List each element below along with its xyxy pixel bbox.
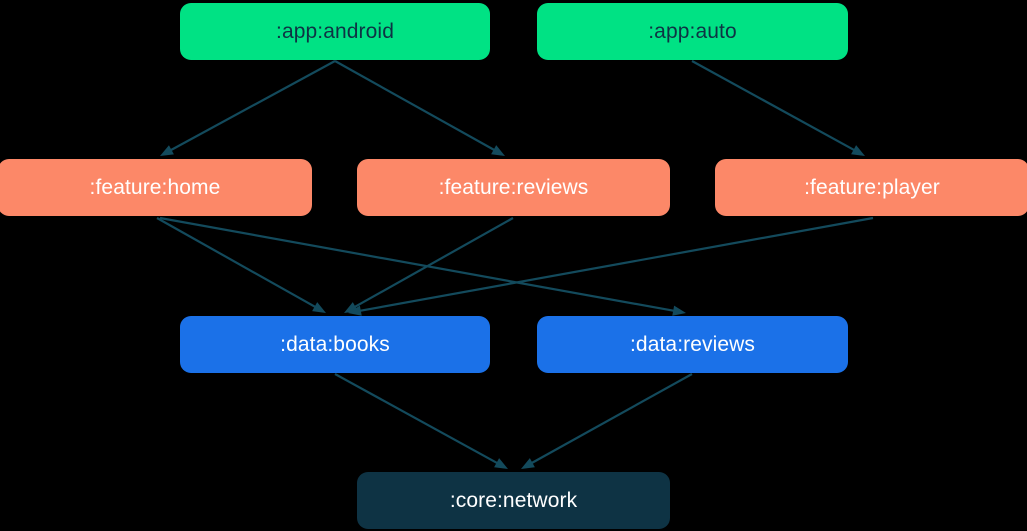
- graph-node-label-data-books: :data:books: [280, 333, 390, 356]
- graph-node-label-feature-player: :feature:player: [804, 176, 940, 199]
- graph-node-app-android[interactable]: :app:android: [180, 3, 490, 60]
- arrowhead-app-auto-to-feature-player: [851, 145, 865, 156]
- graph-node-core-network[interactable]: :core:network: [357, 472, 670, 529]
- edge-feature-home-to-data-reviews: [159, 216, 677, 313]
- edge-app-android-to-feature-home: [168, 60, 336, 153]
- graph-node-label-data-reviews: :data:reviews: [629, 333, 756, 356]
- graph-node-data-reviews[interactable]: :data:reviews: [537, 316, 848, 373]
- arrowhead-feature-home-to-data-reviews: [672, 305, 686, 316]
- edge-data-reviews-to-core-network: [529, 373, 693, 466]
- arrowhead-feature-player-to-data-books: [348, 305, 362, 316]
- edge-app-auto-to-feature-player: [691, 60, 857, 153]
- graph-node-data-books[interactable]: :data:books: [180, 316, 490, 373]
- edge-feature-home-to-data-books: [156, 217, 318, 310]
- graph-node-feature-home[interactable]: :feature:home: [0, 159, 312, 216]
- arrowhead-app-android-to-feature-reviews: [491, 145, 505, 156]
- graph-node-label-feature-reviews: :feature:reviews: [438, 176, 589, 199]
- arrowhead-app-android-to-feature-home: [160, 145, 174, 156]
- graph-node-label-app-android: :app:android: [276, 20, 394, 43]
- edge-feature-reviews-to-data-books: [352, 217, 514, 310]
- graph-node-label-app-auto: :app:auto: [648, 20, 737, 43]
- graph-node-label-feature-home: :feature:home: [89, 176, 221, 199]
- graph-node-feature-player[interactable]: :feature:player: [715, 159, 1027, 216]
- edge-app-android-to-feature-reviews: [334, 60, 497, 153]
- graph-node-app-auto[interactable]: :app:auto: [537, 3, 848, 60]
- arrowhead-feature-home-to-data-books: [312, 302, 326, 313]
- edge-data-books-to-core-network: [334, 373, 500, 466]
- graph-node-label-core-network: :core:network: [449, 489, 578, 512]
- edge-feature-player-to-data-books: [357, 216, 874, 313]
- arrowhead-data-reviews-to-core-network: [521, 458, 535, 469]
- graph-node-feature-reviews[interactable]: :feature:reviews: [357, 159, 670, 216]
- arrowhead-data-books-to-core-network: [494, 458, 508, 469]
